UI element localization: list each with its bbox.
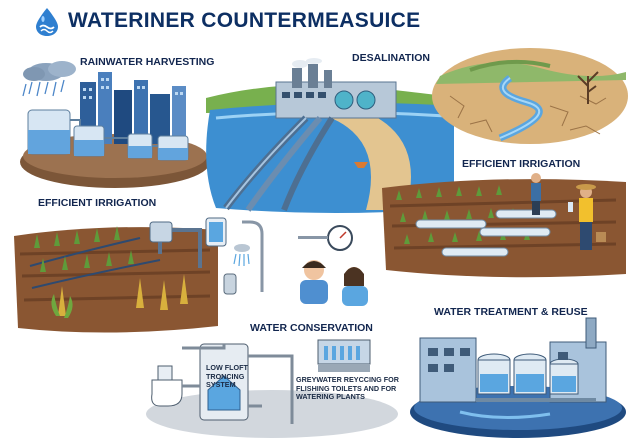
water-treatment-illustration: [400, 312, 630, 442]
water-treatment-label: WATER TREATMENT & REUSE: [434, 306, 588, 318]
rainwater-harvesting-label: RAINWATER HARVESTING: [80, 56, 215, 68]
efficient-irrigation-left-illustration: [10, 208, 222, 340]
efficient-irrigation-left-label: EFFICIENT IRRIGATION: [38, 197, 157, 209]
drought-landscape-illustration: [430, 46, 630, 146]
water-conservation-illustration: [142, 336, 404, 440]
desalination-illustration: [196, 58, 458, 213]
water-drop-icon: [34, 7, 60, 37]
efficient-irrigation-right-label: EFFICIENT IRRIGATION: [462, 158, 581, 170]
low-flow-toilet-note: LOW FLOFT TRONCING SYSTEM: [206, 363, 248, 390]
page-title: WATERINER COUNTERMEASUICE: [68, 9, 421, 32]
efficient-irrigation-right-illustration: [376, 170, 632, 282]
desalination-label: DESALINATION: [352, 52, 430, 64]
rainwater-harvesting-illustration: [10, 60, 210, 190]
water-devices-illustration: [202, 214, 390, 310]
water-conservation-label: WATER CONSERVATION: [250, 322, 373, 334]
greywater-recycling-note: GREYWATER REYCCING FOR FLISHING TOILETS …: [296, 375, 399, 402]
